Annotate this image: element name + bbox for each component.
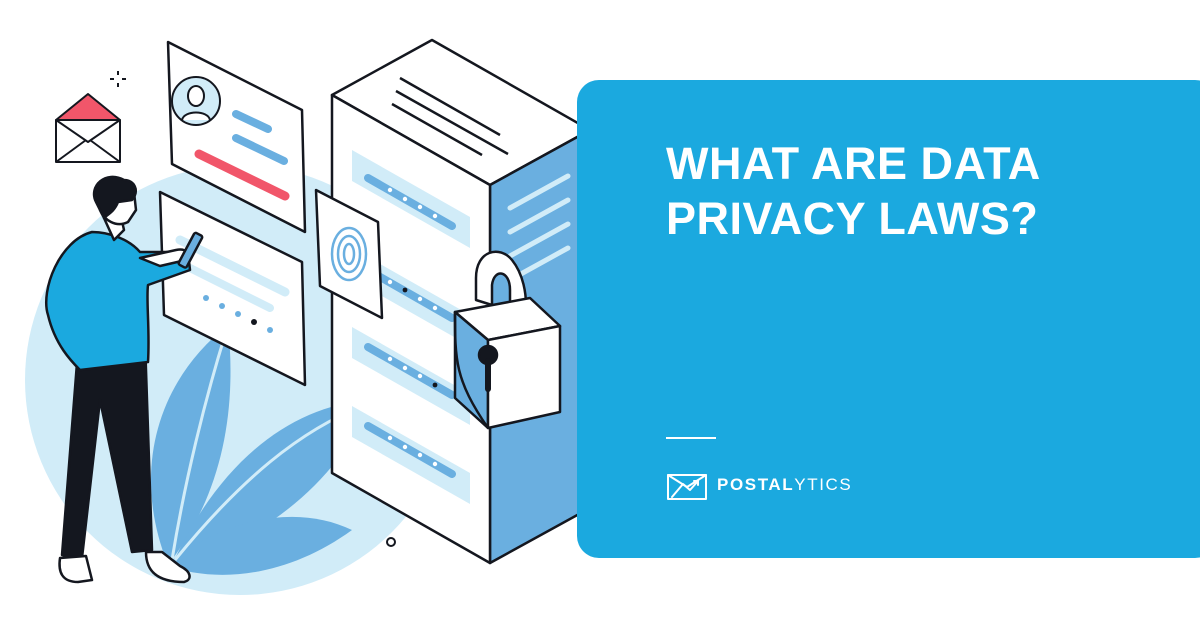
fingerprint-icon	[314, 188, 384, 320]
brand-name-bold: POSTAL	[717, 475, 795, 494]
profile-card	[166, 40, 307, 234]
brand-name-light: YTICS	[794, 475, 853, 494]
page-title: WHAT ARE DATA PRIVACY LAWS?	[666, 136, 1146, 246]
user-avatar-icon	[171, 76, 221, 126]
sparkle-icon	[110, 71, 126, 87]
envelope-chart-icon	[667, 474, 707, 500]
padlock-icon	[453, 250, 562, 430]
brand-name: POSTALYTICS	[717, 475, 852, 495]
envelope-icon	[55, 93, 121, 163]
divider	[666, 437, 716, 439]
brand-logo: POSTALYTICS	[666, 469, 852, 501]
title-line-1: WHAT ARE DATA	[666, 138, 1041, 189]
title-line-2: PRIVACY LAWS?	[666, 193, 1039, 244]
person-figure	[45, 175, 204, 584]
data-privacy-illustration	[25, 38, 592, 595]
title-panel: WHAT ARE DATA PRIVACY LAWS? POSTALYTICS	[577, 80, 1200, 558]
server-icon	[330, 38, 592, 565]
